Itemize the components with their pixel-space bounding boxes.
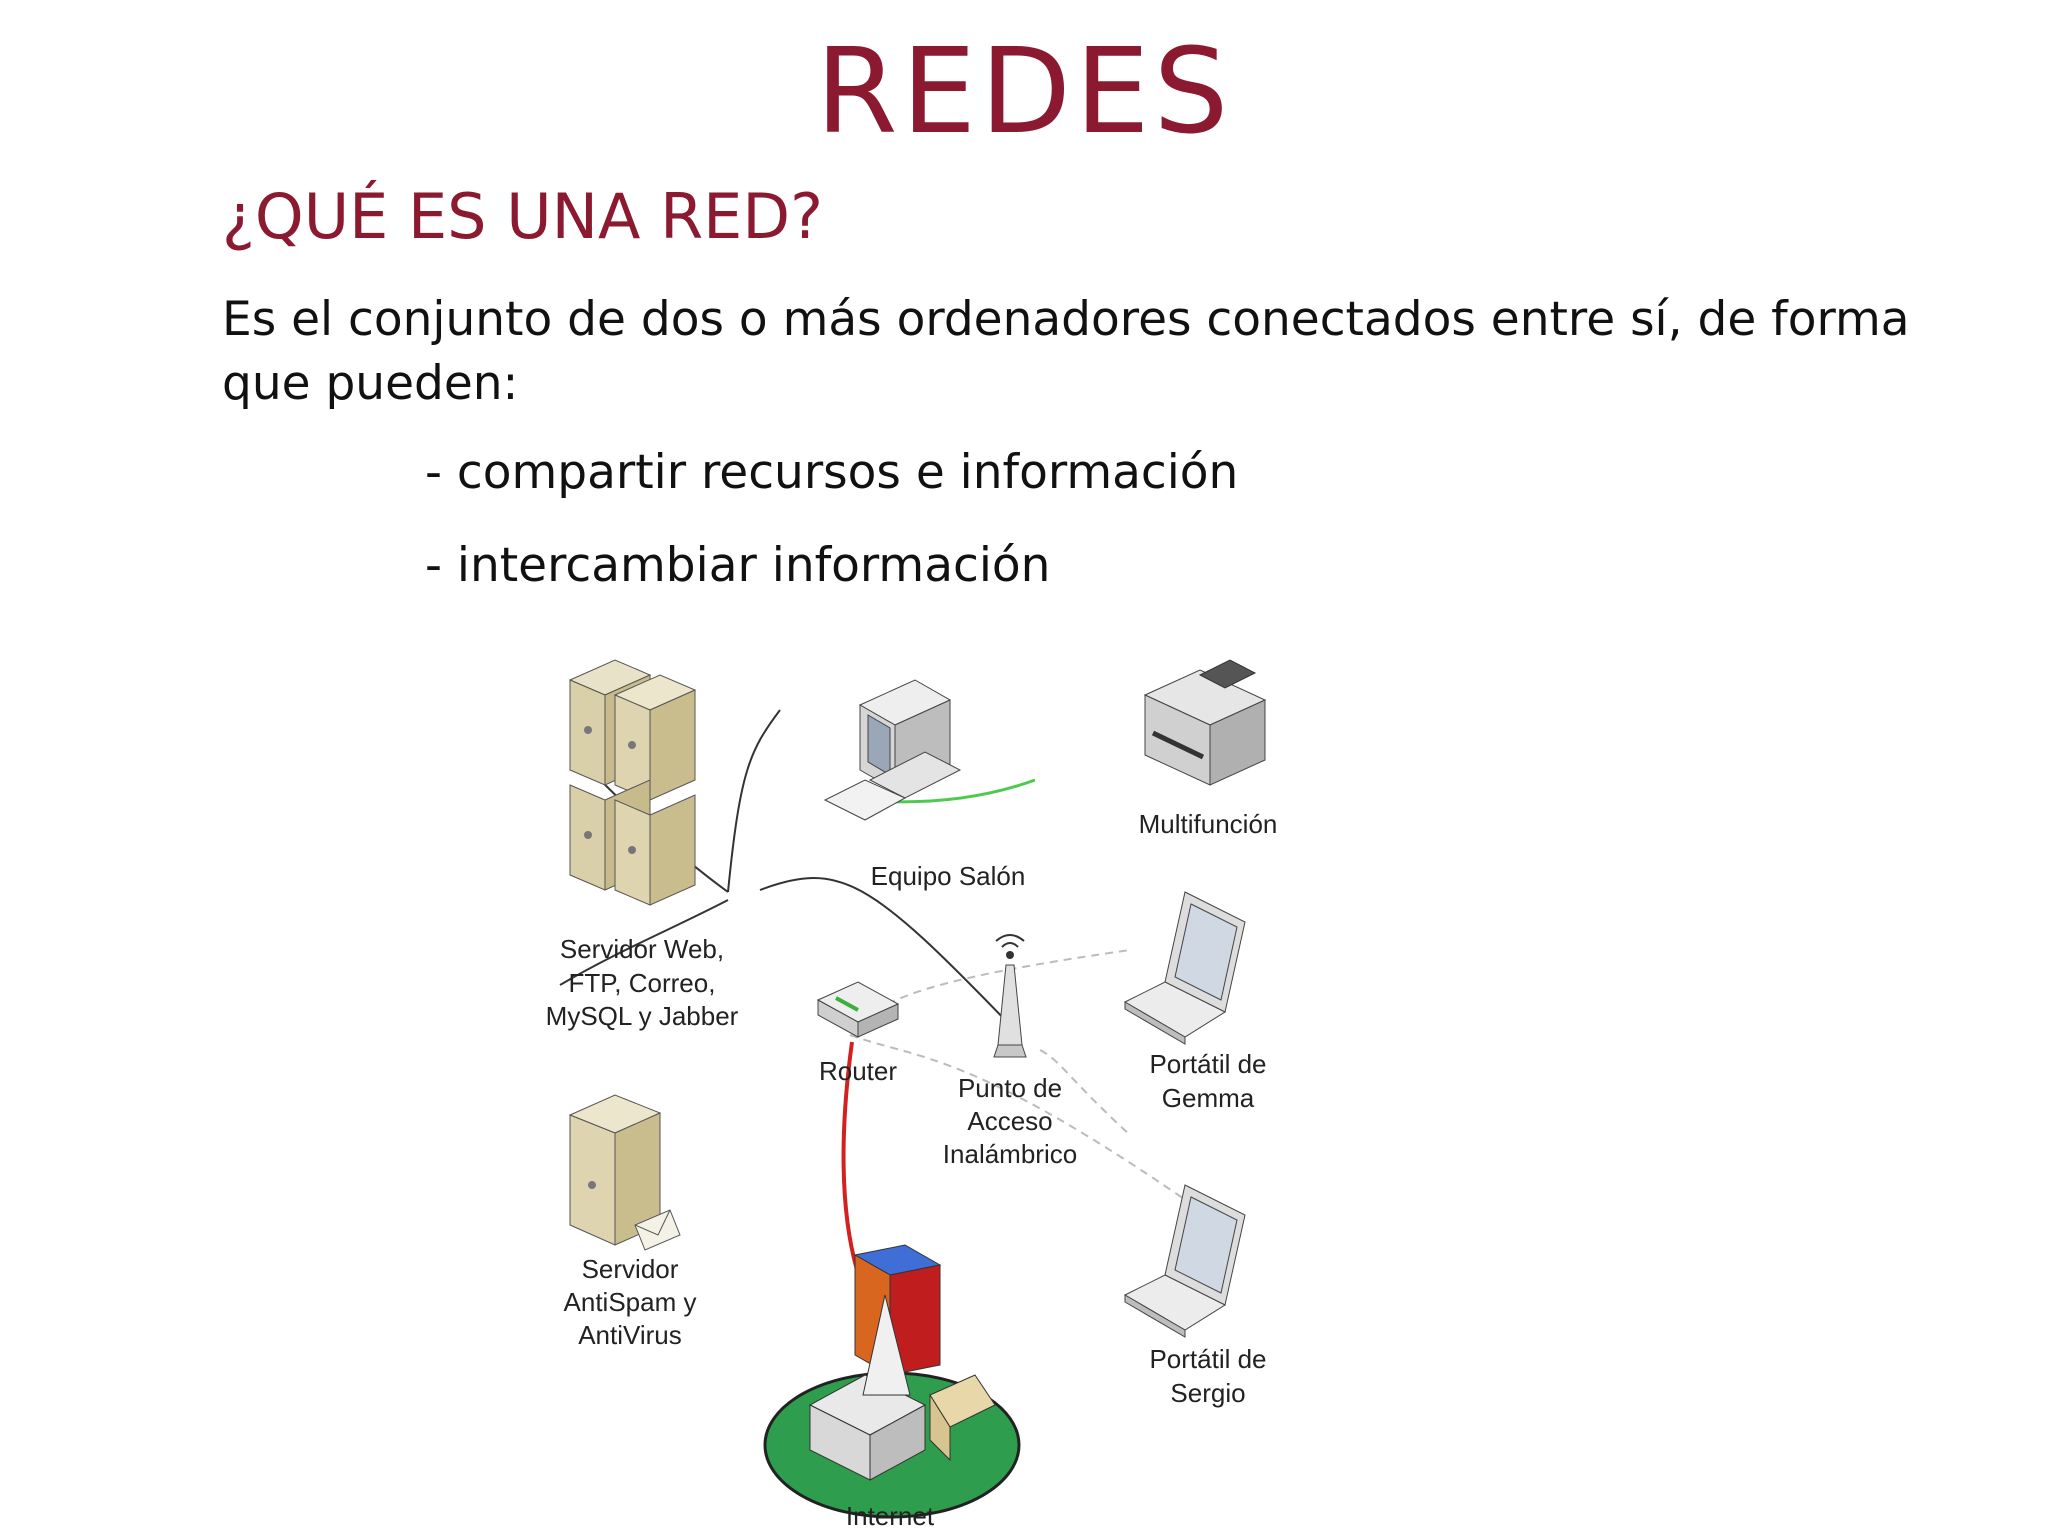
laptop-gemma-label-1: Portátil de [1149,1049,1266,1079]
router-label: Router [819,1056,897,1086]
server-web-icon [570,660,695,905]
laptop-gemma-label-2: Gemma [1162,1083,1255,1113]
internet-icon [765,1245,1019,1517]
router-icon [818,982,898,1037]
laptop-sergio-label-1: Portátil de [1149,1344,1266,1374]
printer-icon [1145,660,1265,785]
server-web-label-3: MySQL y Jabber [546,1001,739,1031]
server-antispam-label-2: AntiSpam y [564,1287,697,1317]
link-router-pc [728,710,780,892]
bullet-share: - compartir recursos e información [425,445,1238,500]
access-point-label-2: Acceso [967,1106,1052,1136]
slide-title: REDES [0,22,2048,160]
laptop-sergio-icon [1125,1185,1245,1337]
definition-text: Es el conjunto de dos o más ordenadores … [222,288,1942,416]
server-web-label-1: Servidor Web, [560,934,724,964]
slide-subtitle: ¿QUÉ ES UNA RED? [222,180,823,253]
bullet-exchange: - intercambiar información [425,538,1050,593]
server-antispam-label-1: Servidor [582,1254,679,1284]
laptop-sergio-label-2: Sergio [1170,1378,1245,1408]
access-point-icon [994,935,1026,1057]
network-diagram: Servidor Web, FTP, Correo, MySQL y Jabbe… [320,630,1360,1530]
access-point-label-1: Punto de [958,1073,1062,1103]
pc-label: Equipo Salón [871,861,1026,891]
laptop-gemma-icon [1125,892,1245,1044]
access-point-label-3: Inalámbrico [943,1139,1077,1169]
internet-label: Internet [846,1501,935,1530]
server-antispam-label-3: AntiVirus [578,1320,682,1350]
printer-label: Multifunción [1139,809,1278,839]
server-antispam-icon [570,1095,680,1250]
server-web-label-2: FTP, Correo, [569,968,716,998]
